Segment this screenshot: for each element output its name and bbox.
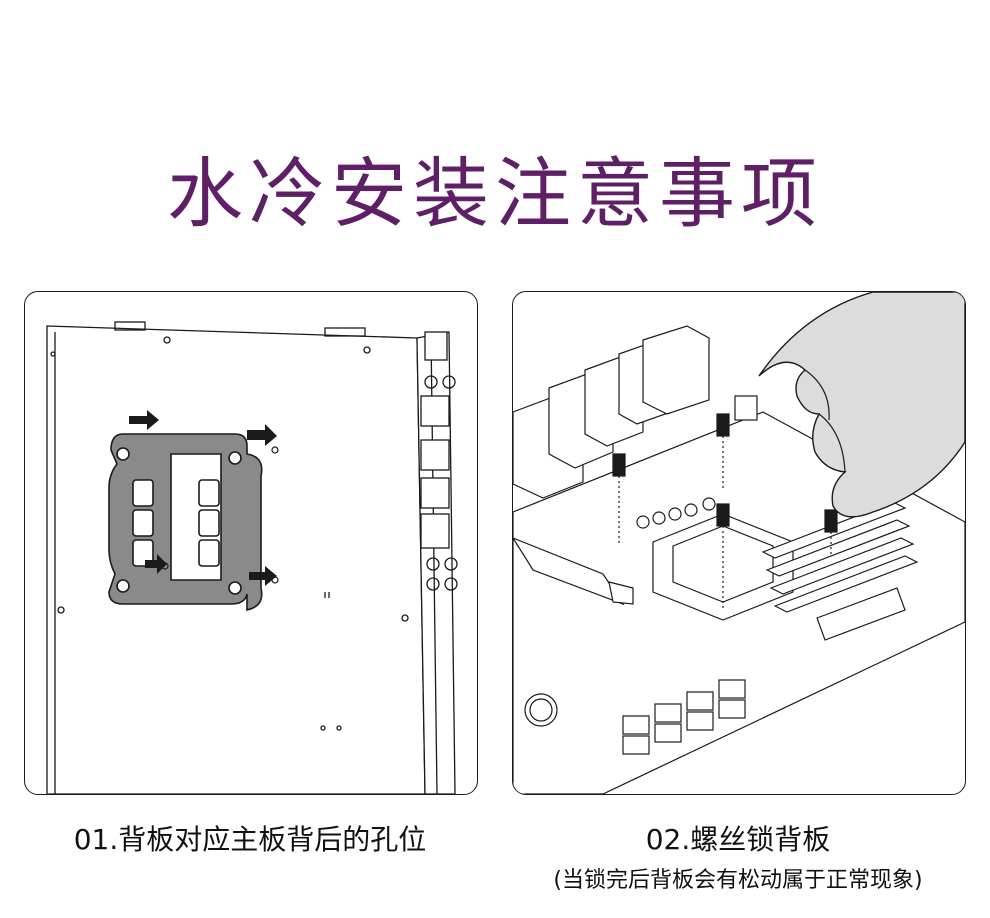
arrow-icon — [129, 410, 277, 586]
hand-icon — [758, 292, 965, 518]
screw-icon — [612, 413, 838, 610]
page-title: 水冷安装注意事项 — [167, 149, 823, 238]
step-2-note: (当锁完后背板会有松动属于正常现象) — [553, 868, 923, 893]
backplate-illustration — [46, 321, 458, 794]
step-1-illustration-panel — [24, 291, 478, 795]
backplate — [108, 433, 263, 611]
step-2-caption: 02.螺丝锁背板 — [645, 823, 831, 856]
step-1-caption: 01.背板对应主板背后的孔位 — [73, 823, 427, 856]
screw-illustration — [513, 292, 965, 794]
step-2-illustration-panel — [512, 291, 966, 795]
